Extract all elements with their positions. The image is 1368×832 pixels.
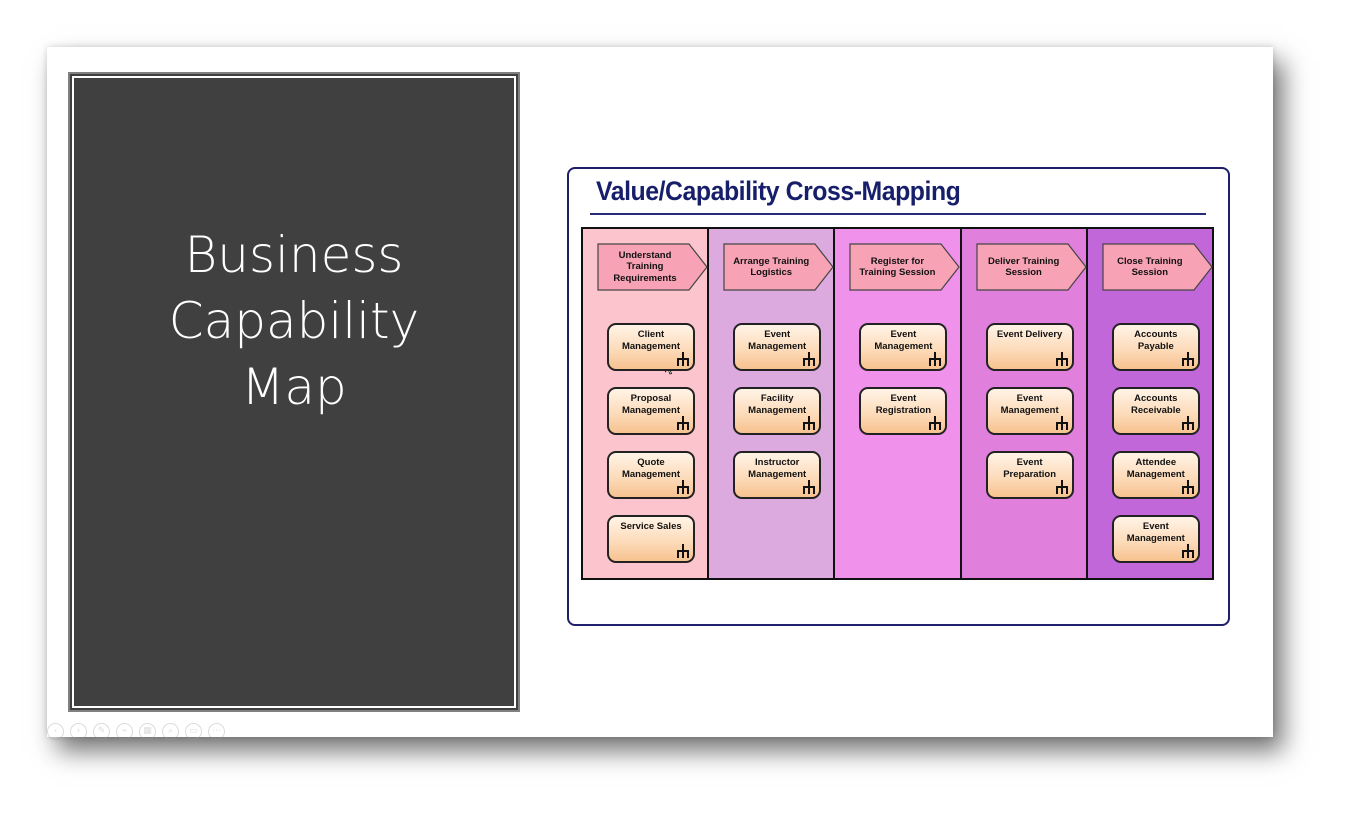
previous-icon[interactable]: ‹ [47,723,64,740]
more-icon[interactable]: ⋯ [208,723,225,740]
capability-box[interactable]: Service Sales [607,515,695,563]
capability-label: Service Sales [620,521,682,532]
capability-fork-icon [677,416,689,430]
stage-label: Understand Training Requirements [613,249,677,284]
capability-box[interactable]: Event Delivery [985,323,1074,371]
chevron-shape [1102,243,1213,291]
capability-fork-icon [1055,352,1068,366]
presenter-toolbar: ‹ › ✎ ⌁ ▦ ⌕ ▭ ⋯ [47,723,225,740]
capability-box[interactable]: Event Management [1111,515,1200,563]
chevron-shape [976,243,1087,291]
capability-box[interactable]: Facility Management [733,387,822,435]
highlighter-icon[interactable]: ⌁ [116,723,133,740]
capability-box[interactable]: Attendee Management [1111,451,1200,499]
capability-box[interactable]: Quote Management [607,451,695,499]
value-stage-chevron[interactable]: Deliver Training Session [976,243,1088,291]
capability-label: Event Management [1000,393,1059,416]
pen-icon[interactable]: ✎ [93,723,110,740]
value-stage-chevron[interactable]: Close Training Session [1102,243,1214,291]
capability-box[interactable]: Instructor Management [733,451,822,499]
capability-label: Event Management [874,329,933,352]
stage-label: Arrange Training Logistics [733,255,810,279]
slide-title-line: Capability [168,292,420,350]
slide: Business Capability Map Value/Capability… [47,47,1273,740]
capability-label: Event Management [1126,521,1185,544]
slides-icon[interactable]: ▦ [139,723,156,740]
capability-label: Event Preparation [1003,457,1056,480]
capability-fork-icon [803,480,816,494]
capability-box[interactable]: Client Management [607,323,695,371]
stage-label: Deliver Training Session [987,255,1060,279]
capability-fork-icon [677,480,689,494]
capability-label: Accounts Receivable [1130,393,1181,416]
capability-label: Event Management [748,329,807,352]
capability-label: Accounts Payable [1134,329,1178,352]
capability-label: Event Registration [875,393,932,416]
capability-fork-icon [929,352,942,366]
capability-box[interactable]: Proposal Management [607,387,695,435]
slide-title-line: Business [184,226,404,284]
capability-fork-icon [1181,544,1194,558]
stage-label: Close Training Session [1117,255,1183,279]
capability-fork-icon [1181,480,1194,494]
value-stage-chevron[interactable]: Register for Training Session [849,243,961,291]
value-stage-chevron[interactable]: Understand Training Requirements [597,243,709,291]
slide-title-line: Map [241,358,347,416]
next-icon[interactable]: › [70,723,87,740]
slide-title: Business Capability Map [144,222,444,420]
capability-fork-icon [677,352,689,366]
capability-fork-icon [803,352,816,366]
diagram-title: Value/Capability Cross-Mapping [596,176,961,206]
capability-box[interactable]: Event Preparation [985,451,1074,499]
capability-label: Client Management [621,329,681,352]
capability-fork-icon [803,416,816,430]
chevron-shape [849,243,961,291]
capability-box[interactable]: Event Management [985,387,1074,435]
capability-diagram: Value/Capability Cross-Mapping Understan… [567,167,1230,626]
stage-label: Register for Training Session [859,255,936,279]
chevron-shape [597,243,708,291]
capability-fork-icon [677,544,689,558]
capability-fork-icon [1181,416,1194,430]
capability-label: Quote Management [621,457,681,480]
value-stage-chevron[interactable]: Arrange Training Logistics [723,243,835,291]
zoom-icon[interactable]: ⌕ [162,723,179,740]
capability-box[interactable]: Accounts Payable [1111,323,1200,371]
capability-fork-icon [1181,352,1194,366]
capability-label: Event Delivery [996,329,1063,340]
capability-box[interactable]: Event Registration [859,387,948,435]
capability-label: Attendee Management [1126,457,1185,480]
capability-box[interactable]: Accounts Receivable [1111,387,1200,435]
chevron-shape [723,243,834,291]
capability-fork-icon [1055,480,1068,494]
title-panel: Business Capability Map [68,72,520,712]
capability-fork-icon [1055,416,1068,430]
title-rule [590,213,1206,215]
subtitles-icon[interactable]: ▭ [185,723,202,740]
capability-fork-icon [929,416,942,430]
capability-box[interactable]: Event Management [733,323,822,371]
capability-label: Instructor Management [748,457,807,480]
capability-label: Facility Management [748,393,807,416]
capability-label: Proposal Management [621,393,681,416]
capability-box[interactable]: Event Management [859,323,948,371]
